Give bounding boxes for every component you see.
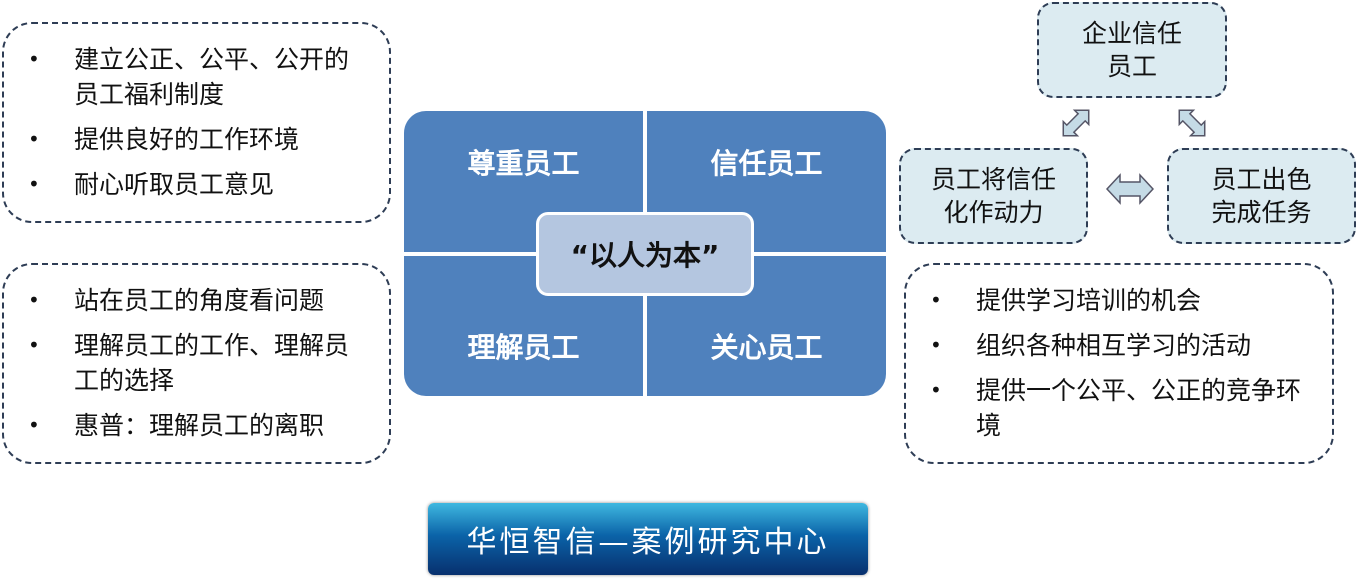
left-bottom-box: •站在员工的角度看问题 •理解员工的工作、理解员工的选择 •惠普：理解员工的离职 (2, 263, 391, 464)
double-arrow-icon (1106, 173, 1154, 205)
core-label: “以人为本” (536, 212, 754, 296)
list-item: •提供良好的工作环境 (28, 125, 300, 154)
double-arrow-icon (1062, 109, 1090, 137)
quadrant-respect: 尊重员工 (404, 111, 643, 252)
list-item: •建立公正、公平、公开的员工福利制度 (28, 45, 350, 109)
list-item: •组织各种相互学习的活动 (930, 331, 1252, 360)
cycle-top-box: 企业信任员工 (1037, 2, 1227, 98)
list-item: •站在员工的角度看问题 (28, 286, 325, 315)
list-item: •耐心听取员工意见 (28, 170, 275, 199)
right-bottom-box: •提供学习培训的机会 •组织各种相互学习的活动 •提供一个公平、公正的竞争环境 (904, 263, 1334, 464)
list-item: •理解员工的工作、理解员工的选择 (28, 331, 350, 395)
double-arrow-icon (1178, 109, 1206, 137)
cycle-left-box: 员工将信任化作动力 (899, 148, 1088, 244)
left-top-box: •建立公正、公平、公开的员工福利制度 •提供良好的工作环境 •耐心听取员工意见 (2, 22, 391, 223)
list-item: •提供学习培训的机会 (930, 286, 1202, 315)
list-item: •提供一个公平、公正的竞争环境 (930, 376, 1302, 440)
footer-banner: 华恒智信—案例研究中心 (428, 503, 868, 575)
list-item: •惠普：理解员工的离职 (28, 411, 325, 440)
quadrant-understand: 理解员工 (404, 256, 643, 396)
cycle-right-box: 员工出色完成任务 (1167, 148, 1356, 244)
